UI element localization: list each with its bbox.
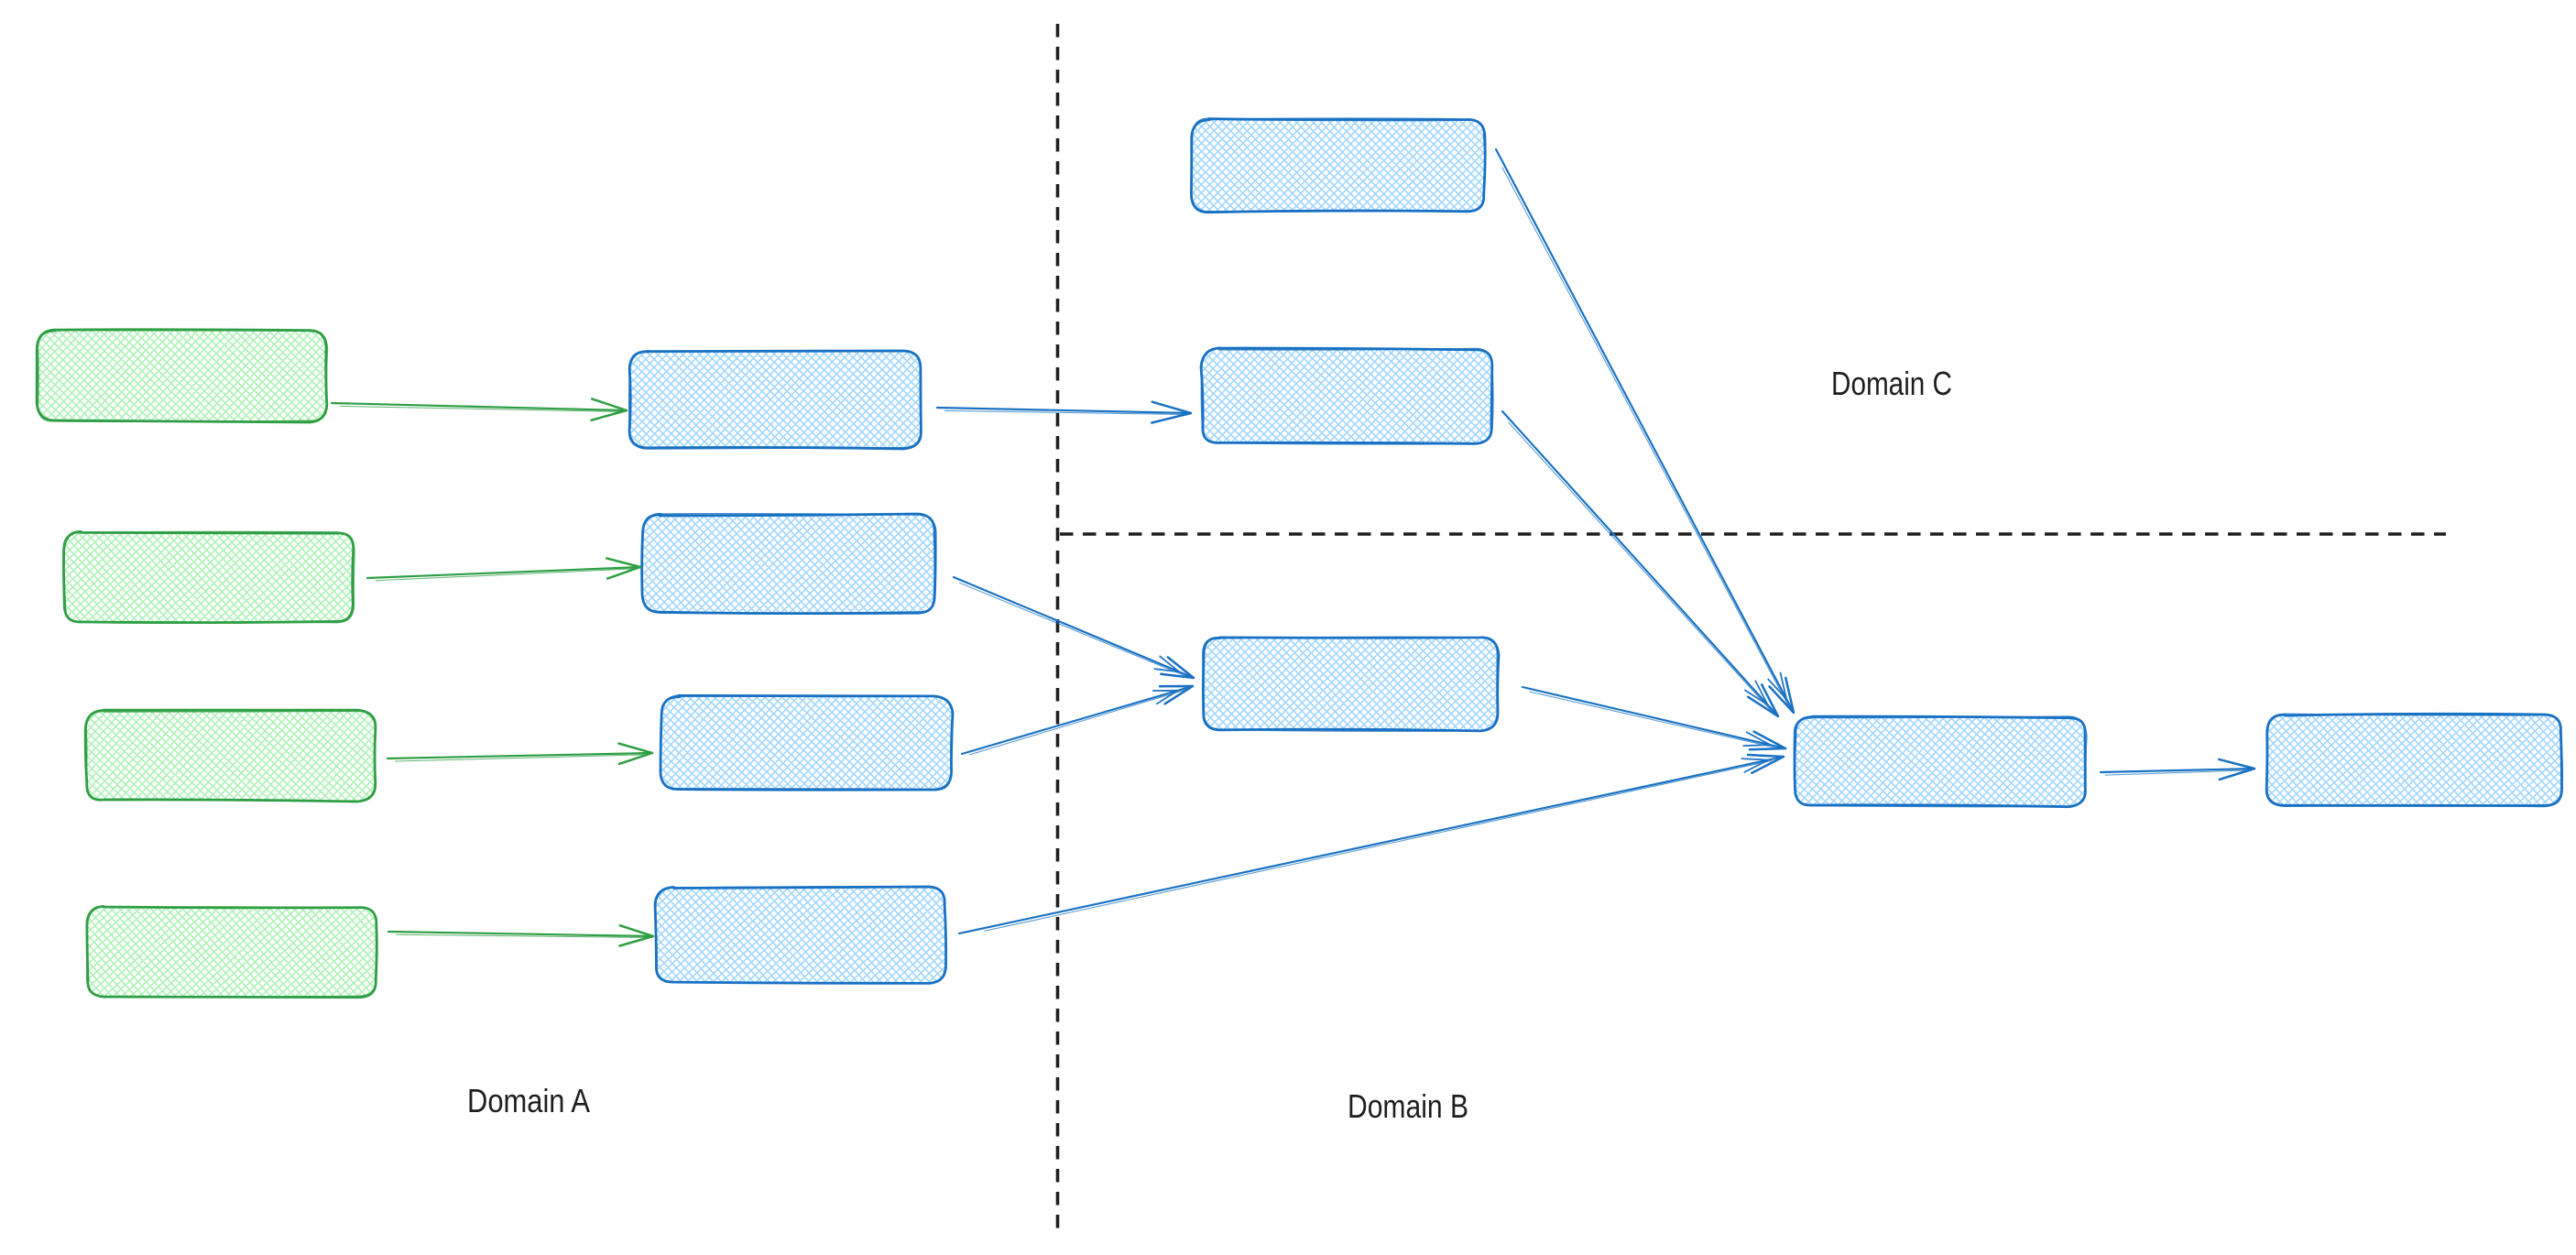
svg-text:Domain C: Domain C [1831,365,1952,402]
svg-text:Domain A: Domain A [467,1082,590,1119]
svg-text:Domain B: Domain B [1348,1087,1468,1125]
